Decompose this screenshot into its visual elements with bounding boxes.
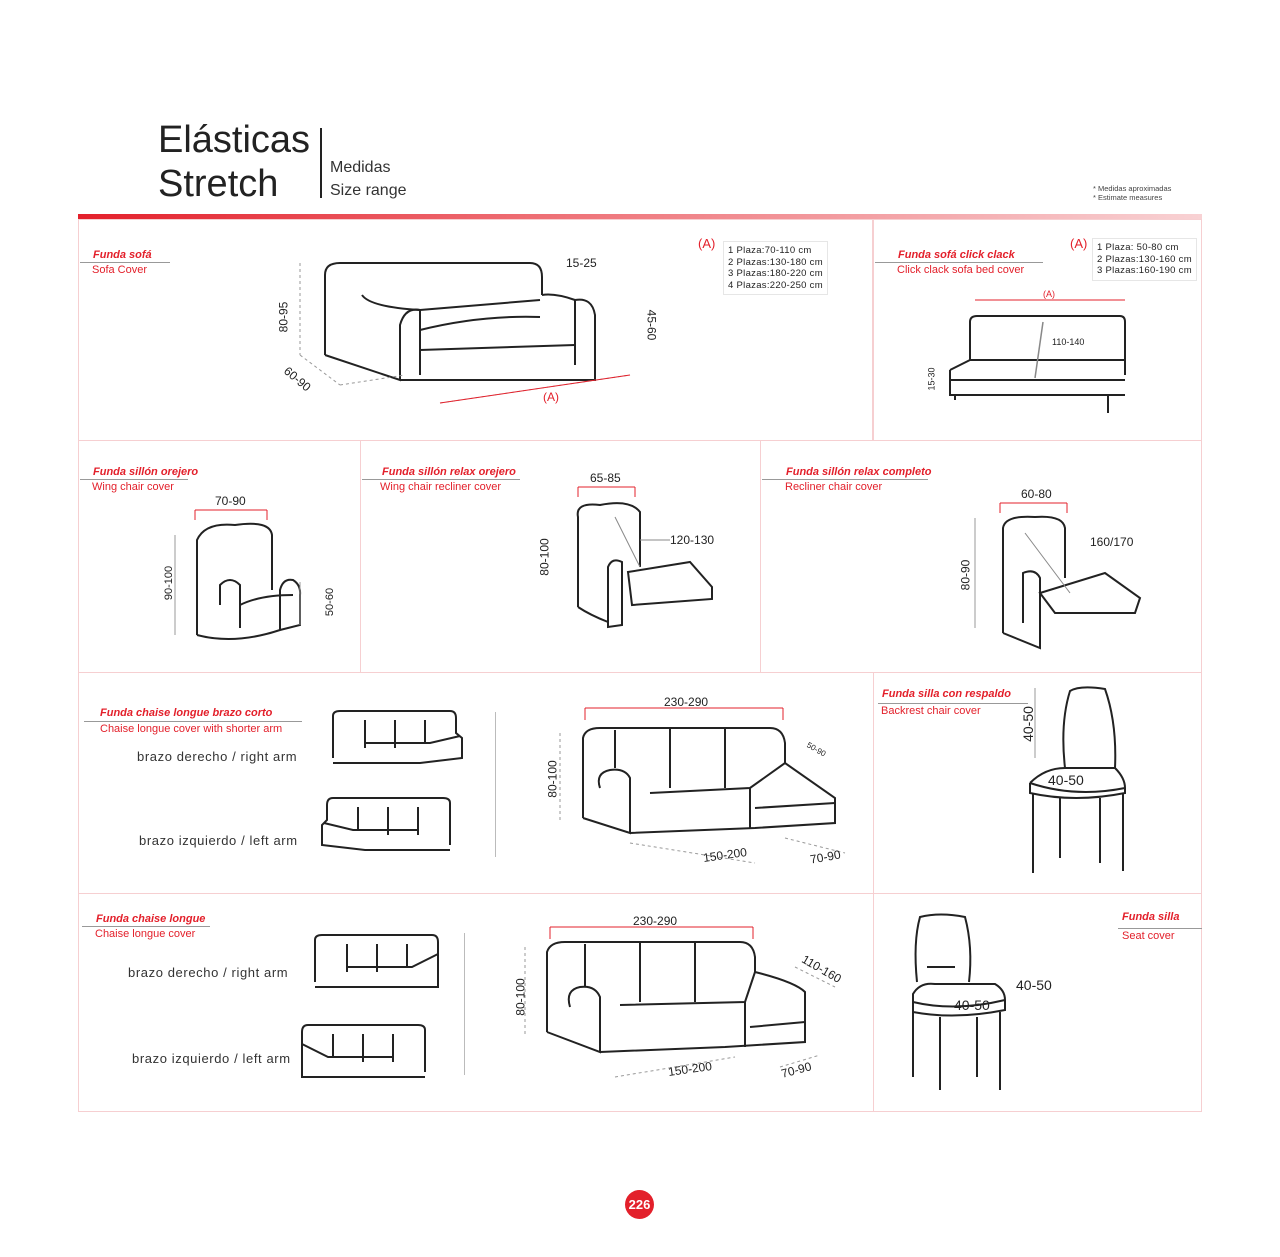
wing-chair-illustration [174, 509, 302, 640]
wing-recliner-title: Funda sillón relax orejero [382, 466, 516, 478]
clickclack-illustration [949, 299, 1126, 413]
wing-recliner-dim-depth: 120-130 [670, 533, 715, 547]
chaise-dim-height: 80-100 [513, 978, 528, 1016]
note-en: * Estimate measures [1093, 193, 1163, 202]
chaise-short-right-arm-label: brazo derecho / right arm [137, 749, 298, 764]
chaise-short-dim-width: 230-290 [664, 695, 709, 709]
sofa-a-label: (A) [698, 236, 716, 251]
wing-dim-seat: 50-60 [324, 587, 337, 617]
backchair-dim-height: 40-50 [1019, 706, 1036, 742]
chaise-short-illustration [559, 707, 846, 864]
backchair-dim-seat: 40-50 [1048, 772, 1084, 788]
size-row: 1 Plaza:70-110 cm [728, 245, 812, 256]
chaise-short-title: Funda chaise longue brazo corto [100, 707, 273, 719]
chaise-subtitle: Chaise longue cover [82, 926, 210, 940]
panel-seat [873, 893, 1202, 1112]
subtitle-en: Size range [330, 182, 407, 199]
wing-recliner-dim-height: 80-100 [537, 538, 552, 576]
chaise-right-icon [314, 934, 439, 988]
sofa-illustration [299, 262, 631, 404]
wing-recliner-subtitle: Wing chair recliner cover [362, 479, 520, 493]
title-divider [320, 128, 322, 198]
size-row: 4 Plazas:220-250 cm [728, 279, 823, 291]
backchair-subtitle: Backrest chair cover [878, 703, 1028, 717]
title-es: Elásticas [158, 119, 311, 161]
seat-dim-width: 40-50 [954, 997, 990, 1013]
chaise-short-left-arm-label: brazo izquierdo / left arm [139, 833, 298, 848]
divider [464, 933, 465, 1075]
wing-title: Funda sillón orejero [93, 466, 199, 478]
sofa-dim-width: (A) [543, 390, 559, 404]
clickclack-dim-a: (A) [1043, 289, 1055, 299]
recliner-dim-height: 80-90 [958, 559, 973, 591]
recliner-dim-depth: 160/170 [1090, 535, 1134, 549]
title-en: Stretch [158, 163, 279, 205]
wing-recliner-illustration [576, 486, 713, 629]
sofa-dim-seat: 45-60 [644, 309, 659, 341]
clickclack-dim-legs: 15-30 [926, 367, 937, 391]
note-es: * Medidas aproximadas [1093, 184, 1172, 193]
sofa-title: Funda sofá [93, 249, 152, 261]
clickclack-a-label: (A) [1070, 236, 1088, 251]
backrest-chair-illustration [1029, 686, 1127, 873]
chaise-short-subtitle: Chaise longue cover with shorter arm [84, 721, 302, 735]
seat-title: Funda silla [1122, 911, 1180, 923]
chaise-left-icon [301, 1024, 426, 1078]
seat-dim-depth: 40-50 [1016, 977, 1052, 993]
size-row: 3 Plazas:180-220 cm [728, 268, 823, 279]
chaise-left-arm-label: brazo izquierdo / left arm [132, 1051, 291, 1066]
recliner-title: Funda sillón relax completo [786, 466, 932, 478]
divider [495, 712, 496, 857]
recliner-dim-width: 60-80 [1021, 487, 1052, 501]
sofa-dim-height: 80-95 [276, 301, 291, 333]
wing-subtitle: Wing chair cover [80, 479, 188, 493]
page-number: 226 [625, 1190, 654, 1219]
chaise-dim-width: 230-290 [633, 914, 678, 928]
wing-dim-height: 90-100 [163, 565, 176, 601]
recliner-subtitle: Recliner chair cover [762, 479, 928, 493]
header-rule [78, 214, 1202, 219]
clickclack-title: Funda sofá click clack [898, 249, 1015, 261]
chaise-title: Funda chaise longue [96, 913, 206, 925]
subtitle-es: Medidas [330, 159, 391, 176]
chaise-illustration [524, 926, 836, 1078]
backchair-title: Funda silla con respaldo [882, 688, 1011, 700]
chaise-short-dim-height: 80-100 [545, 760, 560, 798]
seat-chair-illustration [912, 913, 1007, 1090]
wing-recliner-dim-width: 65-85 [590, 471, 621, 485]
size-row: 1 Plaza: 50-80 cm [1097, 242, 1179, 253]
sofa-dim-arm: 15-25 [566, 256, 597, 270]
chaise-short-left-icon [321, 797, 451, 851]
chaise-right-arm-label: brazo derecho / right arm [128, 965, 289, 980]
seat-subtitle: Seat cover [1118, 928, 1202, 942]
size-row: 2 Plazas:130-160 cm [1097, 253, 1192, 265]
clickclack-dim-height: 110-140 [1052, 337, 1085, 347]
sofa-subtitle: Sofa Cover [80, 262, 170, 276]
clickclack-subtitle: Click clack sofa bed cover [875, 262, 1043, 276]
size-row: 3 Plazas:160-190 cm [1097, 265, 1192, 276]
size-row: 2 Plazas:130-180 cm [728, 256, 823, 268]
wing-dim-width: 70-90 [215, 494, 246, 508]
recliner-illustration [974, 502, 1142, 650]
chaise-short-right-icon [332, 710, 463, 764]
